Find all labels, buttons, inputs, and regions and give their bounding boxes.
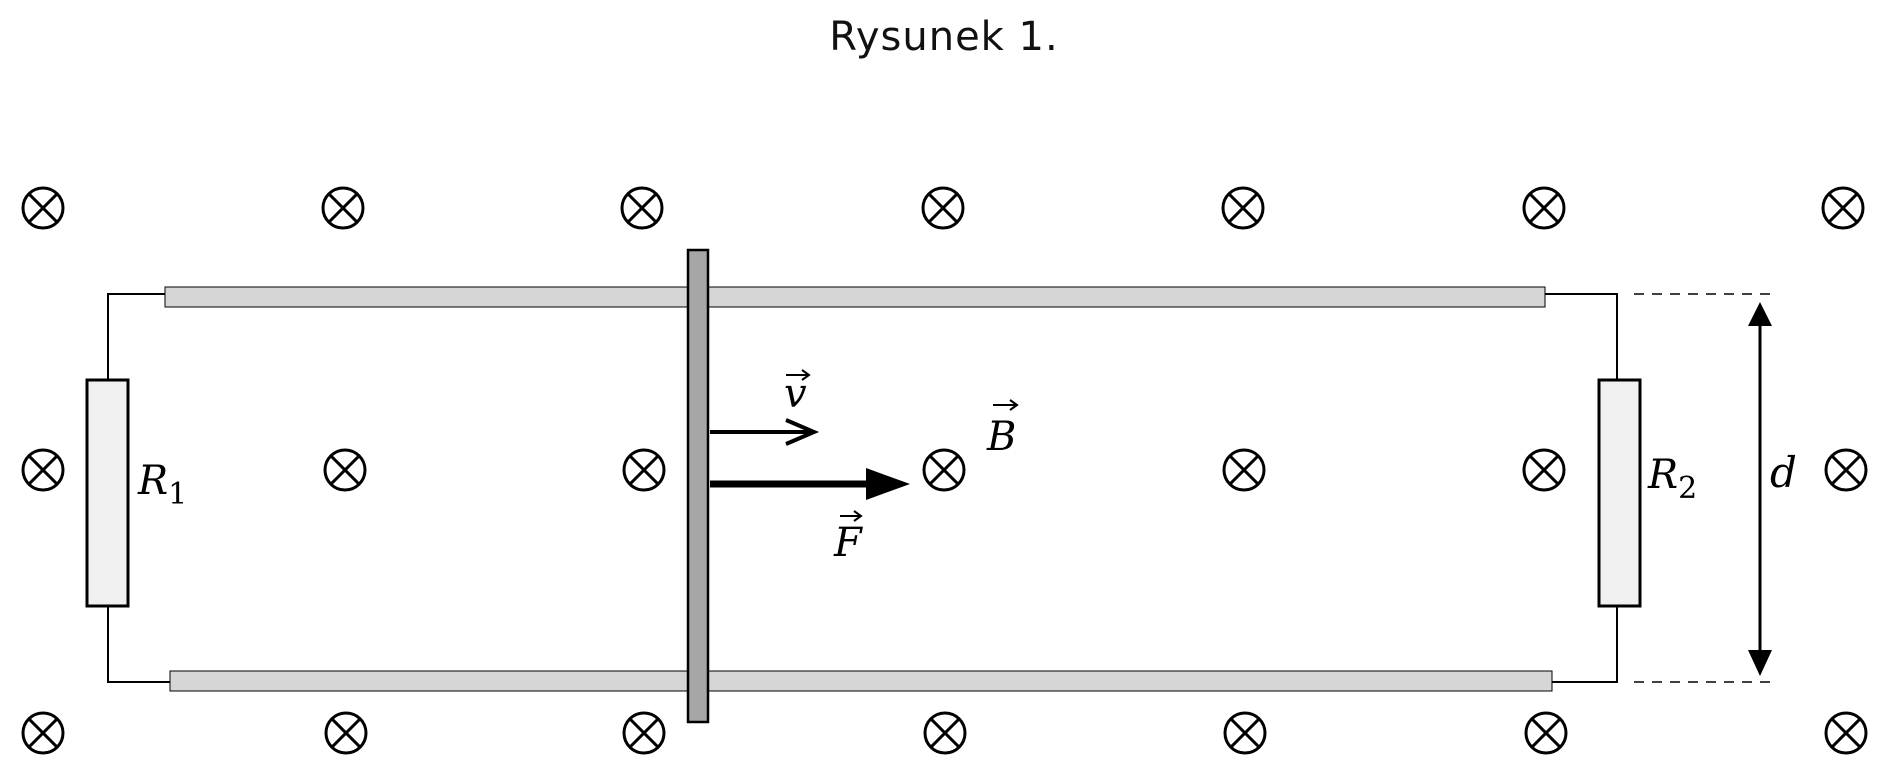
field-into-page-icon [1824, 448, 1868, 492]
left-wiring [107, 293, 170, 683]
svg-text:B: B [986, 414, 1016, 460]
bottom-rail [169, 670, 1553, 692]
vector-arrow-icon [840, 510, 863, 522]
field-into-page-icon [922, 448, 966, 492]
force-arrow [710, 468, 910, 500]
field-into-page-icon [21, 186, 65, 230]
vector-arrow-icon [993, 399, 1019, 411]
top-rail [164, 286, 1546, 308]
field-into-page-icon [620, 186, 664, 230]
distance-dimension [1634, 293, 1778, 683]
vector-arrow-icon [786, 369, 811, 381]
field-into-page-icon [1223, 711, 1267, 755]
label-f: F [833, 510, 863, 566]
right-wiring [1545, 293, 1618, 683]
label-r1: R1 [137, 458, 187, 512]
field-into-page-icon [921, 186, 965, 230]
svg-text:F: F [833, 520, 863, 566]
field-into-page-icon [622, 711, 666, 755]
label-v: v [784, 369, 811, 417]
field-into-page-icon [324, 711, 368, 755]
field-markers [21, 186, 1868, 755]
field-into-page-icon [323, 448, 367, 492]
velocity-arrow [710, 418, 820, 446]
resistor-r2 [1597, 378, 1642, 608]
field-into-page-icon [1522, 448, 1566, 492]
field-into-page-icon [321, 186, 365, 230]
field-into-page-icon [1522, 186, 1566, 230]
field-into-page-icon [1821, 186, 1865, 230]
field-into-page-icon [622, 448, 666, 492]
sliding-rod [686, 248, 710, 724]
figure-title: Rysunek 1. [829, 14, 1059, 60]
label-b: B [986, 399, 1019, 460]
label-r2: R2 [1647, 452, 1697, 506]
field-into-page-icon [1524, 711, 1568, 755]
field-into-page-icon [923, 711, 967, 755]
field-into-page-icon [1824, 711, 1868, 755]
field-into-page-icon [1221, 186, 1265, 230]
label-d: d [1770, 448, 1797, 497]
field-into-page-icon [21, 448, 65, 492]
field-into-page-icon [21, 711, 65, 755]
resistor-r1 [85, 378, 130, 608]
svg-text:v: v [784, 371, 807, 417]
field-into-page-icon [1222, 448, 1266, 492]
